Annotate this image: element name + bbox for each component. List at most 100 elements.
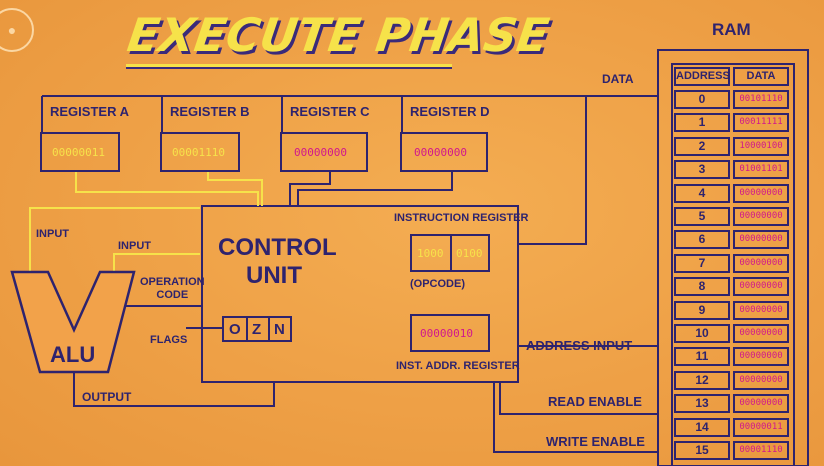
instruction-register-label: INSTRUCTION REGISTER — [394, 212, 529, 224]
alu-input-a-label: INPUT — [36, 228, 69, 240]
ram-address-cell: 14 — [674, 417, 730, 437]
flags-box: O Z N — [222, 316, 292, 342]
register-c-box: 00000000 — [280, 132, 368, 172]
ram-data-cell: 00000011 — [733, 417, 789, 437]
opcode-label: (OPCODE) — [410, 278, 465, 290]
opcode-value: 1000 — [417, 247, 444, 260]
alu-shape — [10, 270, 136, 374]
title-underline — [126, 64, 452, 67]
operation-code-line2: CODE — [156, 289, 189, 301]
operation-code-line1: OPERATION — [140, 276, 205, 288]
register-c-value: 00000000 — [294, 146, 347, 159]
register-b-value: 00001110 — [172, 146, 225, 159]
ram-data-cell: 00000000 — [733, 394, 789, 414]
ram-title: RAM — [712, 20, 751, 39]
operation-code-label: OPERATION CODE — [140, 276, 205, 302]
ir-divider — [450, 236, 452, 270]
ram-data-cell: 00011111 — [733, 113, 789, 133]
ram-data-cell: 00001110 — [733, 441, 789, 460]
ram-data-cell: 00000000 — [733, 277, 789, 297]
ram-data-cell: 00000000 — [733, 347, 789, 367]
register-b-box: 00001110 — [160, 132, 240, 172]
ram-address-cell: 5 — [674, 207, 730, 226]
register-a-label: REGISTER A — [50, 104, 129, 119]
ram-data-cell: 00000000 — [733, 230, 789, 250]
ram-address-cell: 6 — [674, 230, 730, 250]
flag-divider-1 — [246, 318, 248, 340]
inst-addr-label: INST. ADDR. REGISTER — [396, 360, 520, 372]
register-d-label: REGISTER D — [410, 104, 490, 119]
ram-col-data: DATA — [733, 67, 789, 86]
register-d-box: 00000000 — [400, 132, 488, 172]
ram-address-cell: 15 — [674, 441, 730, 460]
ram-col-address: ADDRESS — [674, 67, 730, 86]
flag-divider-2 — [268, 318, 270, 340]
read-enable-label: READ ENABLE — [548, 394, 642, 409]
instruction-register-box: 1000 0100 — [410, 234, 490, 272]
alu-input-b-label: INPUT — [118, 240, 151, 252]
ram-address-cell: 3 — [674, 160, 730, 180]
ram-data-cell: 00000000 — [733, 207, 789, 226]
flag-zero: Z — [252, 321, 262, 338]
register-a-box: 00000011 — [40, 132, 120, 172]
ram-address-cell: 0 — [674, 90, 730, 109]
ram-address-cell: 13 — [674, 394, 730, 414]
ram-address-cell: 12 — [674, 370, 730, 390]
ram-data-cell: 00000000 — [733, 183, 789, 203]
operand-value: 0100 — [456, 247, 483, 260]
ram-data-cell: 00000000 — [733, 370, 789, 390]
page-title: EXECUTE PHASE — [124, 8, 553, 62]
write-enable-label: WRITE ENABLE — [546, 434, 645, 449]
ram-data-cell: 00101110 — [733, 90, 789, 109]
ram-address-cell: 9 — [674, 300, 730, 320]
ram-header-row: ADDRESS DATA — [674, 67, 792, 86]
alu-label: ALU — [50, 342, 96, 367]
crash-course-logo-icon: ● — [0, 8, 34, 52]
flag-overflow: O — [229, 321, 241, 338]
inst-addr-value: 00000010 — [420, 327, 473, 340]
ram-data-cell: 10000100 — [733, 136, 789, 156]
ram-address-cell: 4 — [674, 183, 730, 203]
ram-address-cell: 2 — [674, 136, 730, 156]
ram-address-cell: 7 — [674, 253, 730, 273]
control-unit-title: CONTROL UNIT — [218, 234, 337, 290]
ram-data-cell: 00000000 — [733, 300, 789, 320]
register-a-value: 00000011 — [52, 146, 105, 159]
ram-address-cell: 10 — [674, 324, 730, 343]
ram-address-cell: 1 — [674, 113, 730, 133]
alu-output-label: OUTPUT — [82, 390, 132, 404]
flag-negative: N — [274, 321, 285, 338]
inst-addr-register-box: 00000010 — [410, 314, 490, 352]
flags-label: FLAGS — [150, 334, 188, 346]
address-input-label: ADDRESS INPUT — [526, 338, 633, 353]
ram-address-cell: 11 — [674, 347, 730, 367]
ram-data-cell: 00000000 — [733, 253, 789, 273]
ram-data-cell: 01001101 — [733, 160, 789, 180]
data-bus-label: DATA — [602, 72, 634, 86]
register-b-label: REGISTER B — [170, 104, 250, 119]
ram-data-cell: 00000000 — [733, 324, 789, 343]
register-c-label: REGISTER C — [290, 104, 370, 119]
control-unit-box — [201, 205, 519, 383]
control-unit-title-line1: CONTROL — [218, 234, 337, 261]
register-d-value: 00000000 — [414, 146, 467, 159]
control-unit-title-line2: UNIT — [246, 262, 302, 289]
ram-address-cell: 8 — [674, 277, 730, 297]
